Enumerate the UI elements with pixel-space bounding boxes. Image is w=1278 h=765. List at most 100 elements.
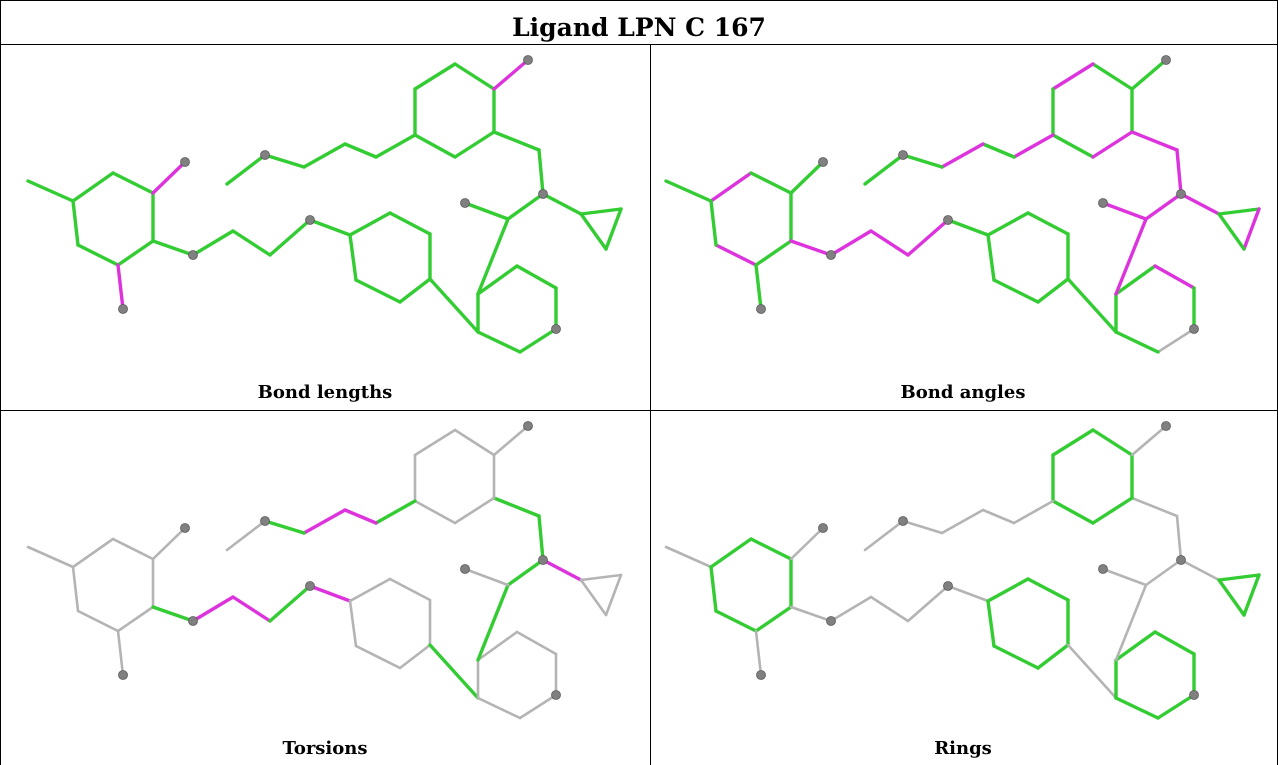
bond-c2-cp	[1179, 192, 1221, 216]
bond-r2-r3	[428, 643, 480, 700]
bond-r3-1	[1114, 630, 1157, 662]
atom-marker	[1176, 555, 1186, 565]
bond-a0-a1	[26, 179, 75, 203]
bond-r3-5	[476, 330, 522, 354]
bond-c1-c2	[506, 558, 545, 587]
bond-r4-ch	[374, 133, 417, 159]
bond-r2-2	[1026, 211, 1070, 236]
bond-r3-2	[515, 264, 558, 290]
bond-r4-2	[1091, 62, 1134, 91]
atom-marker	[188, 616, 198, 626]
bond-r4-ch	[374, 499, 417, 525]
bond-cp-3	[579, 212, 608, 251]
bond-r4-5	[1051, 499, 1095, 525]
bond-cp-2	[604, 573, 623, 617]
bond-r1-2	[111, 537, 155, 561]
bond-cp-1	[579, 573, 623, 582]
bond-r1-sub-bot	[116, 629, 125, 677]
bond-r1-5	[76, 609, 120, 633]
bond-ch-1	[343, 508, 378, 525]
bond-lnk-1	[829, 229, 873, 257]
atom-marker	[826, 250, 836, 260]
bond-r4-3	[413, 62, 457, 91]
bond-r2-r3	[1066, 277, 1118, 334]
bond-c2-cp	[541, 192, 583, 216]
figure-title: Ligand LPN C 167	[512, 13, 766, 42]
bond-r3-2	[1153, 630, 1196, 656]
bond-lnk-1	[191, 229, 235, 257]
atom-marker	[756, 304, 766, 314]
bond-ch-1	[981, 508, 1016, 525]
panel-bond-lengths-molecule	[26, 55, 623, 354]
atom-marker	[180, 523, 190, 533]
atom-marker	[1161, 55, 1171, 65]
bond-lnk-2	[869, 229, 910, 257]
bond-r4-sub	[1130, 58, 1168, 91]
bond-c3-r4	[1130, 496, 1179, 518]
bond-r2-5	[354, 644, 402, 670]
atom-marker	[460, 564, 470, 574]
bond-ch-2	[302, 508, 347, 535]
bond-c3-r4	[492, 130, 541, 152]
atom-marker	[1176, 189, 1186, 199]
bond-lnk-3	[906, 584, 950, 623]
bond-lnk-3	[906, 218, 950, 257]
bond-r4-6	[1091, 496, 1134, 525]
bond-r4-5	[413, 133, 457, 159]
bond-cp-2	[1242, 573, 1261, 617]
bond-lnk-2	[231, 229, 272, 257]
bond-r2-2	[388, 577, 432, 602]
bond-r2-4	[398, 277, 432, 304]
bond-ch-2	[940, 508, 985, 535]
bond-r3-c1	[1114, 583, 1148, 662]
frame-top-border	[0, 0, 1278, 1]
bond-r4-3	[1051, 62, 1095, 91]
bond-c2-c3	[1175, 514, 1183, 562]
bond-lnk-4	[946, 584, 990, 603]
panel-rings-molecule	[664, 421, 1261, 720]
atom-marker	[898, 150, 908, 160]
bond-r1-6	[71, 565, 80, 613]
bond-c2-c3	[1175, 148, 1183, 196]
atom-marker	[523, 55, 533, 65]
bond-r2-4	[398, 643, 432, 670]
bond-r1-sub-top	[151, 526, 187, 561]
bond-r1-link	[789, 605, 833, 623]
bond-c1-m	[463, 567, 510, 587]
bond-ch-3	[901, 153, 944, 169]
bond-r2-6	[348, 233, 358, 282]
bond-c2-c3	[537, 514, 545, 562]
bond-r2-1	[986, 211, 1030, 237]
bond-cp-3	[579, 578, 608, 617]
bond-r4-sub	[1130, 424, 1168, 457]
bond-c1-c2	[506, 192, 545, 221]
bond-r2-4	[1036, 643, 1070, 670]
bond-r3-4	[518, 693, 558, 720]
atom-marker	[523, 421, 533, 431]
bond-r2-5	[354, 278, 402, 304]
bond-r3-2	[515, 630, 558, 656]
bond-r1-1	[709, 537, 753, 569]
bond-lnk-1	[829, 595, 873, 623]
bond-r3-5	[1114, 696, 1160, 720]
bond-r4-5	[413, 499, 457, 525]
atom-marker	[180, 157, 190, 167]
bond-cp-2	[604, 207, 623, 251]
bond-r1-sub-bot	[754, 629, 763, 677]
bond-r1-sub-top	[151, 160, 187, 195]
bond-lnk-4	[946, 218, 990, 237]
atom-marker	[943, 581, 953, 591]
bond-r1-4	[116, 605, 155, 633]
bond-r2-5	[992, 278, 1040, 304]
bond-ch-3	[263, 153, 306, 169]
panel-bond-lengths-caption: Bond lengths	[257, 382, 393, 403]
bond-lnk-3	[268, 584, 312, 623]
bond-r1-link	[151, 239, 195, 257]
atom-marker	[460, 198, 470, 208]
bond-ch-2	[940, 142, 985, 169]
bond-cp-1	[1217, 573, 1261, 582]
bond-r2-2	[388, 211, 432, 236]
atom-marker	[818, 523, 828, 533]
bond-r2-r3	[428, 277, 480, 334]
bond-r1-sub-top	[789, 160, 825, 195]
